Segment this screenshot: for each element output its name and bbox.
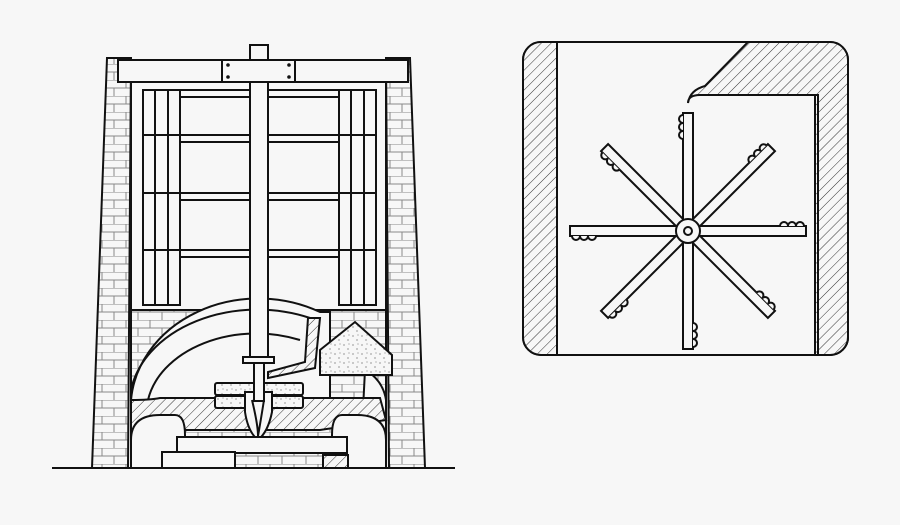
paddle-wheel	[569, 112, 807, 350]
wooden-beam	[176, 436, 348, 454]
grain-bump	[620, 298, 629, 308]
paddle-wheel-top-view	[522, 41, 849, 356]
vertical-shaft	[249, 81, 269, 358]
right-brick-wall	[384, 57, 427, 469]
grain-chute	[267, 317, 322, 380]
grain-bump	[692, 330, 698, 340]
grain-bump	[747, 154, 756, 164]
beam-clamp	[221, 59, 296, 83]
grain-bump	[795, 221, 805, 227]
spindle	[253, 362, 265, 402]
left-wall	[522, 41, 558, 356]
left-roller-column	[142, 89, 181, 306]
wheel-axle	[683, 226, 693, 236]
grain-bump	[678, 130, 684, 140]
arch-outer	[130, 308, 311, 391]
grain-bump	[692, 322, 698, 332]
shaft-top	[249, 44, 269, 61]
grain-bump	[779, 221, 789, 227]
mill-cross-section	[52, 44, 455, 469]
grain-pile	[319, 320, 393, 376]
grain-bump	[678, 114, 684, 124]
grain-bump	[692, 338, 698, 348]
right-wall-and-inlet	[687, 41, 849, 356]
support-block	[322, 454, 349, 469]
arch-inner	[147, 332, 301, 401]
left-brick-wall	[90, 57, 133, 469]
grain-bump	[678, 122, 684, 132]
grain-bump	[571, 235, 581, 241]
grain-bump	[611, 163, 621, 172]
paddle-blade	[678, 112, 694, 232]
wooden-block	[161, 451, 236, 469]
right-roller-column	[338, 89, 377, 306]
grain-bump	[755, 290, 765, 299]
grain-bump	[787, 221, 797, 227]
grain-bump	[587, 235, 597, 241]
grain-bump	[579, 235, 589, 241]
